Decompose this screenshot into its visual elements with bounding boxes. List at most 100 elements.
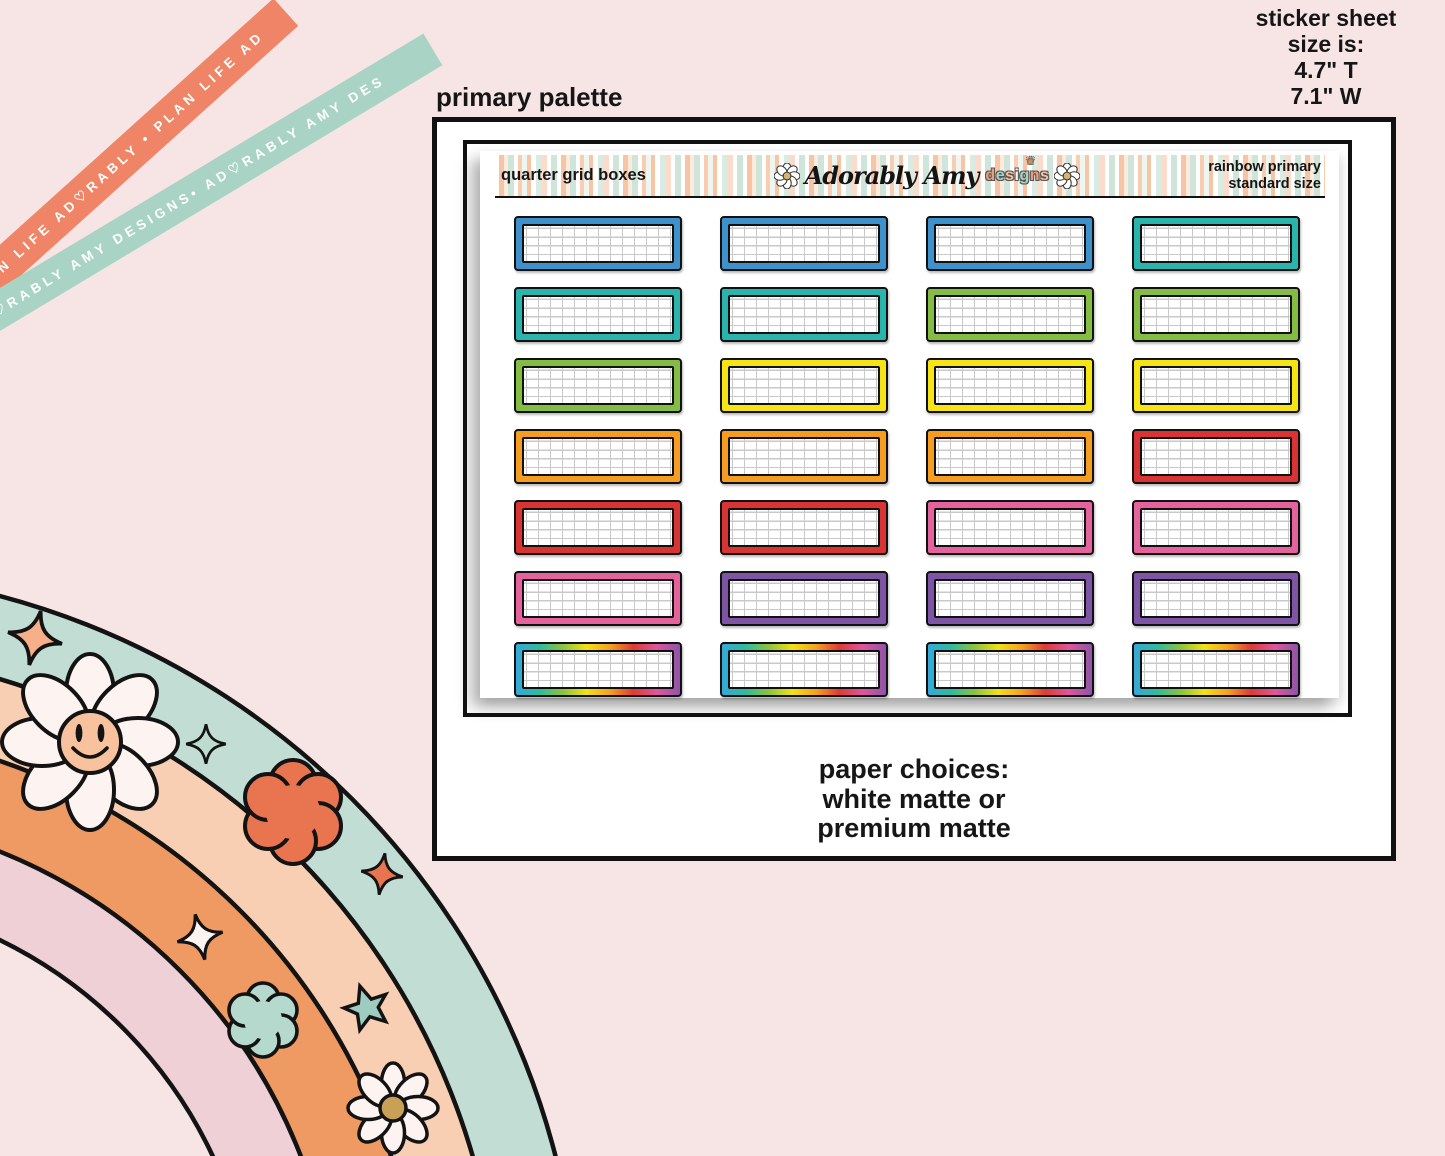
arc-band-pink xyxy=(0,849,304,1156)
quarter-grid-box-orange xyxy=(514,429,682,484)
brand-script-text: Adorably Amy xyxy=(804,161,980,190)
listing-frame: quarter grid boxes xyxy=(432,117,1396,861)
quarter-grid-box-green xyxy=(926,287,1094,342)
size-note-line: sticker sheet xyxy=(1255,5,1397,31)
grid-paper-area xyxy=(522,437,674,476)
quarter-grid-box-pink xyxy=(514,571,682,626)
grid-paper-area xyxy=(728,650,880,689)
grid-paper-area xyxy=(1140,366,1292,405)
quarter-grid-box-green xyxy=(514,358,682,413)
arc-band-peach xyxy=(0,677,475,1156)
grid-paper-area xyxy=(1140,295,1292,334)
quarter-grid-box-rainbow xyxy=(1132,642,1300,697)
quarter-grid-box-blue xyxy=(720,216,888,271)
quarter-grid-box-rainbow xyxy=(514,642,682,697)
sparkle-icon xyxy=(184,722,228,766)
quarter-grid-box-teal xyxy=(720,287,888,342)
daisy-icon xyxy=(773,162,800,189)
grid-paper-area xyxy=(1140,508,1292,547)
brand-logo: Adorably Amy ♛designs xyxy=(773,156,1081,190)
quarter-grid-box-rainbow xyxy=(720,642,888,697)
daisy-icon xyxy=(1054,162,1081,189)
grid-paper-area xyxy=(522,579,674,618)
sheet-header: quarter grid boxes xyxy=(495,155,1325,198)
grid-paper-area xyxy=(728,508,880,547)
grid-paper-area xyxy=(1140,579,1292,618)
grid-paper-area xyxy=(728,579,880,618)
sparkle-icon xyxy=(356,848,408,900)
variant-line: standard size xyxy=(1228,175,1321,192)
grid-paper-area xyxy=(522,508,674,547)
grid-paper-area xyxy=(934,508,1086,547)
grid-paper-area xyxy=(728,437,880,476)
size-note-line: 7.1" W xyxy=(1290,83,1362,109)
quarter-grid-box-pink xyxy=(1132,500,1300,555)
star-icon xyxy=(337,977,396,1035)
grid-paper-area xyxy=(934,295,1086,334)
brand-sub-text: ♛designs xyxy=(985,156,1050,185)
quarter-grid-box-yellow xyxy=(720,358,888,413)
quarter-grid-box-orange xyxy=(720,429,888,484)
grid-paper-area xyxy=(522,366,674,405)
brand-sub-letter: n xyxy=(1029,166,1041,184)
grid-paper-area xyxy=(934,650,1086,689)
teal-flower-icon xyxy=(227,981,299,1059)
sticker-boxes-grid xyxy=(514,216,1300,697)
sticker-sheet-size-note: sticker sheet size is: 4.7" T 7.1" W xyxy=(1241,5,1411,109)
sparkle-icon xyxy=(0,603,70,673)
grid-paper-area xyxy=(934,366,1086,405)
brand-sub-letter: g xyxy=(1019,166,1030,184)
grid-paper-area xyxy=(728,295,880,334)
grid-paper-area xyxy=(1140,437,1292,476)
grid-paper-area xyxy=(934,224,1086,263)
quarter-grid-box-teal xyxy=(1132,216,1300,271)
crown-icon: ♛ xyxy=(1025,155,1036,167)
brand-sub-letter: e xyxy=(995,166,1006,184)
page-title: primary palette xyxy=(436,82,623,112)
quarter-grid-box-teal xyxy=(514,287,682,342)
variant-line: rainbow primary xyxy=(1208,159,1321,176)
brand-sub-letter: d xyxy=(985,166,996,184)
smiley-daisy-icon xyxy=(0,652,180,832)
quarter-grid-box-rainbow xyxy=(926,642,1094,697)
quarter-grid-box-orange xyxy=(926,429,1094,484)
grid-paper-area xyxy=(1140,224,1292,263)
sticker-sheet-frame: quarter grid boxes xyxy=(463,140,1352,717)
sparkle-icon xyxy=(171,908,229,966)
coral-flower-icon xyxy=(243,758,343,866)
grid-paper-area xyxy=(522,295,674,334)
footer-line: paper choices: xyxy=(818,754,1010,784)
grid-paper-area xyxy=(934,579,1086,618)
quarter-grid-box-red xyxy=(514,500,682,555)
quarter-grid-box-yellow xyxy=(926,358,1094,413)
quarter-grid-box-green xyxy=(1132,287,1300,342)
quarter-grid-box-pink xyxy=(926,500,1094,555)
quarter-grid-box-purple xyxy=(926,571,1094,626)
grid-paper-area xyxy=(728,366,880,405)
quarter-grid-box-red xyxy=(720,500,888,555)
quarter-grid-box-red xyxy=(1132,429,1300,484)
brand-sub-letter: s xyxy=(1040,166,1050,184)
quarter-grid-box-blue xyxy=(514,216,682,271)
arc-band-inner xyxy=(0,937,216,1156)
brand-sub-letter: s xyxy=(1005,166,1015,184)
sticker-sheet: quarter grid boxes xyxy=(480,151,1339,698)
grid-paper-area xyxy=(1140,650,1292,689)
footer-line: white matte or xyxy=(822,783,1006,814)
paper-choices-note: paper choices: white matte or premium ma… xyxy=(437,754,1391,844)
size-note-line: size is: xyxy=(1287,31,1365,57)
quarter-grid-box-purple xyxy=(720,571,888,626)
grid-paper-area xyxy=(728,224,880,263)
grid-paper-area xyxy=(934,437,1086,476)
sheet-title: quarter grid boxes xyxy=(501,166,646,184)
grid-paper-area xyxy=(522,224,674,263)
brand-sub-letter: i xyxy=(1014,166,1020,184)
quarter-grid-box-blue xyxy=(926,216,1094,271)
quarter-grid-box-yellow xyxy=(1132,358,1300,413)
footer-line: premium matte xyxy=(817,813,1011,843)
quarter-grid-box-purple xyxy=(1132,571,1300,626)
sheet-variant-label: rainbow primary standard size xyxy=(1208,159,1321,191)
gold-daisy-icon xyxy=(346,1061,440,1155)
grid-paper-area xyxy=(522,650,674,689)
